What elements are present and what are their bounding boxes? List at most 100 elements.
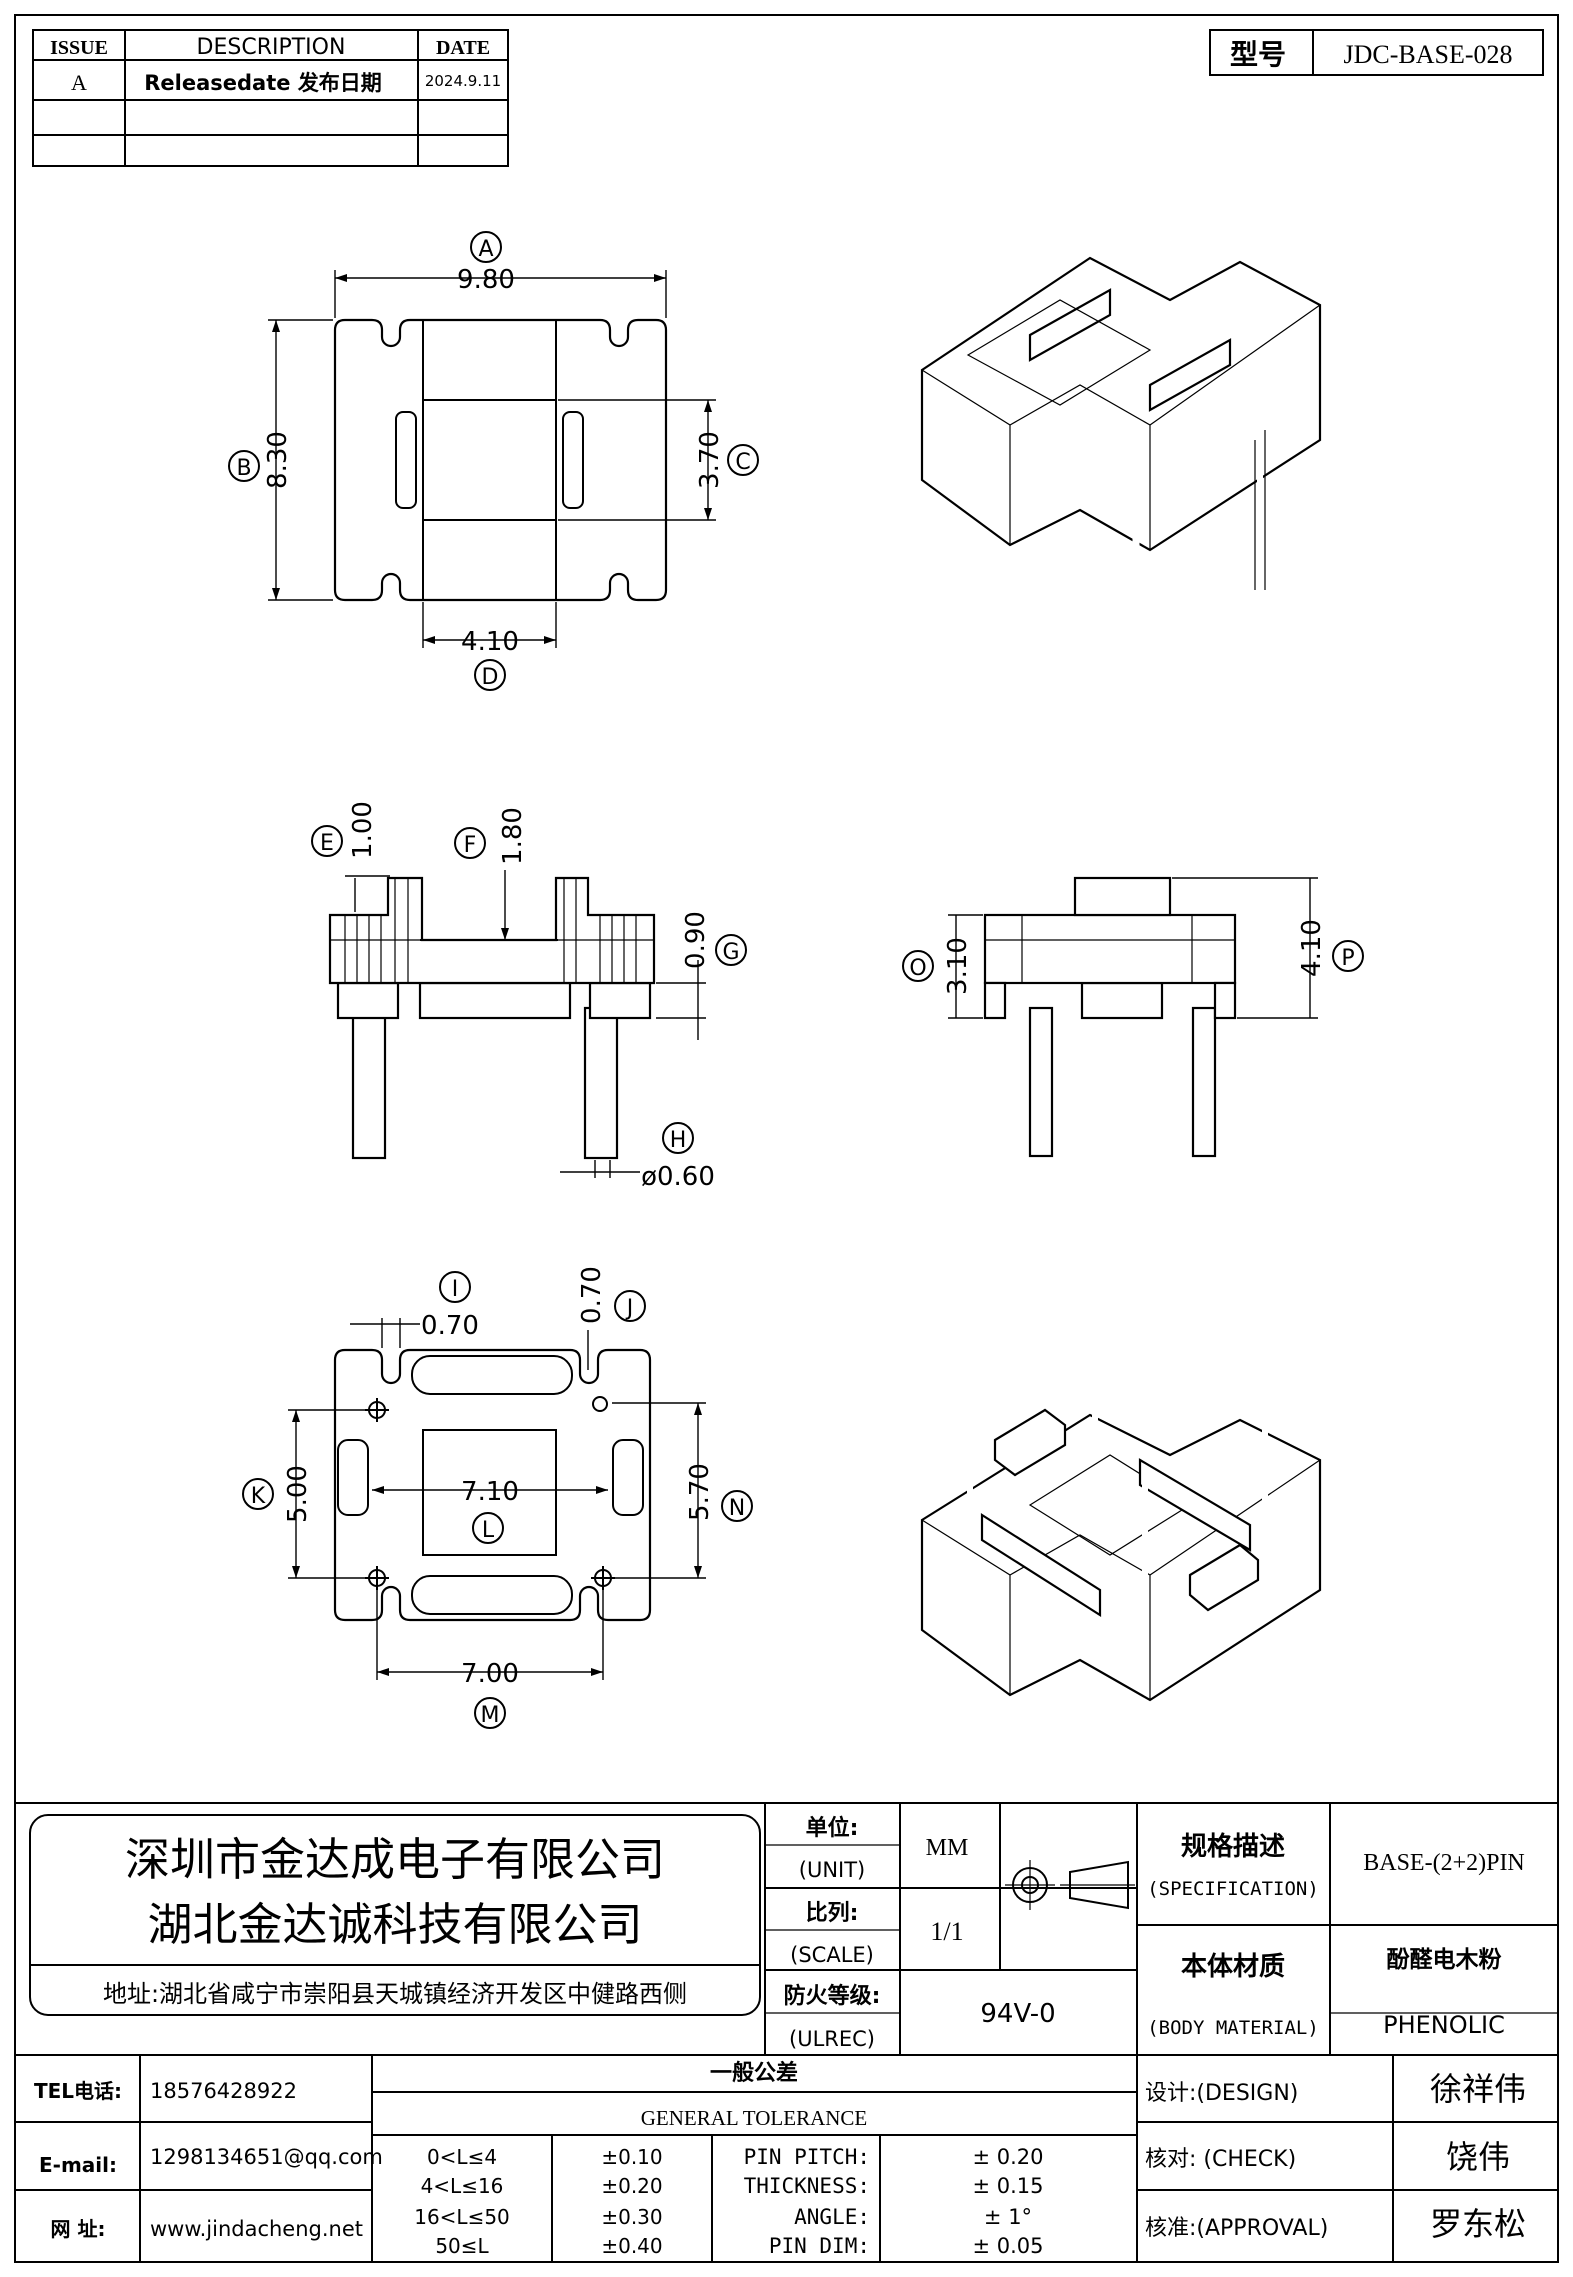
fire-label-cn: 防火等级: <box>784 1983 881 2009</box>
tol-range-4: 50≤L <box>435 2234 489 2258</box>
dim-d-tag-circle <box>474 659 506 691</box>
dim-j-tag-circle <box>614 1290 646 1322</box>
part-number-label: 型号 <box>1230 38 1286 71</box>
rev-description-cell: Releasedate 发布日期 <box>144 71 382 95</box>
fire-label-en: (ULREC) <box>789 2027 875 2051</box>
end-view: 3.10 O 4.10 P <box>902 876 1364 1158</box>
isometric-view-top <box>920 256 1322 664</box>
tol-item-3: ANGLE: <box>794 2205 870 2229</box>
dim-n-tag: N <box>729 1496 745 1521</box>
rev-issue-cell: A <box>71 70 87 95</box>
revision-table: ISSUE DESCRIPTION DATE A Releasedate 发布日… <box>32 29 509 167</box>
unit-label-cn: 单位: <box>806 1815 859 1841</box>
dim-m-tag-circle <box>474 1697 506 1729</box>
rev-date-cell: 2024.9.11 <box>425 72 501 90</box>
material-value-en: PHENOLIC <box>1383 2011 1505 2039</box>
tol-item-value-2: ± 0.15 <box>972 2174 1043 2198</box>
dim-i-tag: I <box>452 1277 459 1302</box>
tol-range-3: 16<L≤50 <box>414 2205 510 2229</box>
company-name-1: 深圳市金达成电子有限公司 <box>125 1833 665 1886</box>
tol-range-2: 4<L≤16 <box>421 2174 504 2198</box>
tel-label: TEL电话: <box>34 2079 122 2103</box>
material-value-cn: 酚醛电木粉 <box>1387 1947 1502 1973</box>
email-value[interactable]: 1298134651@qq.com <box>150 2145 383 2169</box>
dim-a-value: 9.80 <box>457 265 515 295</box>
dim-p-value: 4.10 <box>1297 919 1327 977</box>
dim-d-tag: D <box>482 665 499 690</box>
approval-name: 罗东松 <box>1430 2205 1526 2243</box>
dim-g-value: 0.90 <box>681 911 711 969</box>
tol-item-1: PIN PITCH: <box>744 2145 870 2169</box>
dim-b-value: 8.30 <box>263 431 293 489</box>
dim-f-tag: F <box>464 833 477 858</box>
dim-k-value: 5.00 <box>283 1465 313 1523</box>
rev-header-date: DATE <box>436 37 490 59</box>
tol-value-3: ±0.30 <box>601 2205 662 2229</box>
dim-m-tag: M <box>481 1703 500 1728</box>
dim-c-value: 3.70 <box>695 431 725 489</box>
tol-value-4: ±0.40 <box>601 2234 662 2258</box>
title-block: 深圳市金达成电子有限公司 湖北金达诚科技有限公司 地址:湖北省咸宁市崇阳县天城镇… <box>15 1802 1558 2262</box>
dim-l-tag: L <box>482 1518 495 1543</box>
top-view: 9.80 A 8.30 B 3.70 C 4.10 D <box>228 231 759 691</box>
dim-k-tag: K <box>251 1484 266 1509</box>
web-value[interactable]: www.jindacheng.net <box>150 2217 363 2241</box>
dim-f-tag-circle <box>454 827 486 859</box>
dim-e-tag: E <box>320 831 334 856</box>
dim-f-value: 1.80 <box>498 807 528 865</box>
dim-j-value: 0.70 <box>577 1266 607 1324</box>
approval-label: 核准:(APPROVAL) <box>1145 2216 1328 2241</box>
dim-e-value: 1.00 <box>348 801 378 859</box>
rev-header-description: DESCRIPTION <box>197 35 346 60</box>
dim-e-tag-circle <box>311 825 343 857</box>
third-angle-projection-icon <box>1005 1860 1135 1910</box>
tol-item-2: THICKNESS: <box>744 2174 870 2198</box>
scale-value: 1/1 <box>930 1917 963 1946</box>
email-label: E-mail: <box>39 2153 117 2177</box>
part-number-box: 型号 JDC-BASE-028 <box>1209 29 1544 76</box>
scale-label-en: (SCALE) <box>790 1943 874 1967</box>
dim-i-value: 0.70 <box>421 1311 479 1341</box>
dim-n-tag-circle <box>721 1490 753 1522</box>
dim-g-tag: G <box>722 940 739 965</box>
part-number-value: JDC-BASE-028 <box>1343 40 1512 69</box>
dim-o-tag: O <box>909 956 926 981</box>
rev-header-issue: ISSUE <box>50 37 108 59</box>
tol-item-value-1: ± 0.20 <box>972 2145 1043 2169</box>
dim-p-tag-circle <box>1332 940 1364 972</box>
dim-h-tag: H <box>670 1128 687 1153</box>
dim-o-tag-circle <box>902 950 934 982</box>
dim-n-value: 5.70 <box>685 1463 715 1521</box>
dim-d-value: 4.10 <box>461 627 519 657</box>
dim-c-tag-circle <box>727 444 759 476</box>
tolerance-title-en: GENERAL TOLERANCE <box>641 2106 868 2130</box>
spec-label-cn: 规格描述 <box>1181 1831 1285 1862</box>
company-name-2: 湖北金达诚科技有限公司 <box>147 1898 642 1951</box>
company-address: 地址:湖北省咸宁市崇阳县天城镇经济开发区中健路西侧 <box>103 1980 687 2008</box>
material-label-en: (BODY MATERIAL) <box>1147 2017 1319 2039</box>
bottom-view: 0.70 I 0.70 J 5.00 K 7.10 L 7.00 M <box>242 1266 753 1729</box>
dim-p-tag: P <box>1341 946 1354 971</box>
dim-a-tag: A <box>478 237 493 262</box>
dim-a-tag-circle <box>470 231 502 263</box>
dim-m-value: 7.00 <box>461 1659 519 1689</box>
dim-i-tag-circle <box>439 1271 471 1303</box>
dim-j-tag: J <box>625 1296 634 1321</box>
side-view: 1.00 E 1.80 F 0.90 G ø0.60 H <box>311 801 747 1192</box>
web-label: 网 址: <box>51 2217 106 2241</box>
material-label-cn: 本体材质 <box>1181 1952 1285 1982</box>
dim-b-tag: B <box>236 456 251 481</box>
dim-g-tag-circle <box>715 934 747 966</box>
dim-h-value: ø0.60 <box>641 1162 715 1192</box>
tolerance-title-cn: 一般公差 <box>710 2060 798 2086</box>
spec-value: BASE-(2+2)PIN <box>1363 1850 1525 1876</box>
tol-value-2: ±0.20 <box>601 2174 662 2198</box>
dim-c-tag: C <box>735 450 750 475</box>
dim-o-value: 3.10 <box>943 937 973 995</box>
tol-item-value-4: ± 0.05 <box>972 2234 1043 2258</box>
spec-label-en: (SPECIFICATION) <box>1147 1878 1319 1900</box>
dim-l-tag-circle <box>472 1512 504 1544</box>
dim-b-tag-circle <box>228 450 260 482</box>
design-label: 设计:(DESIGN) <box>1145 2081 1298 2106</box>
